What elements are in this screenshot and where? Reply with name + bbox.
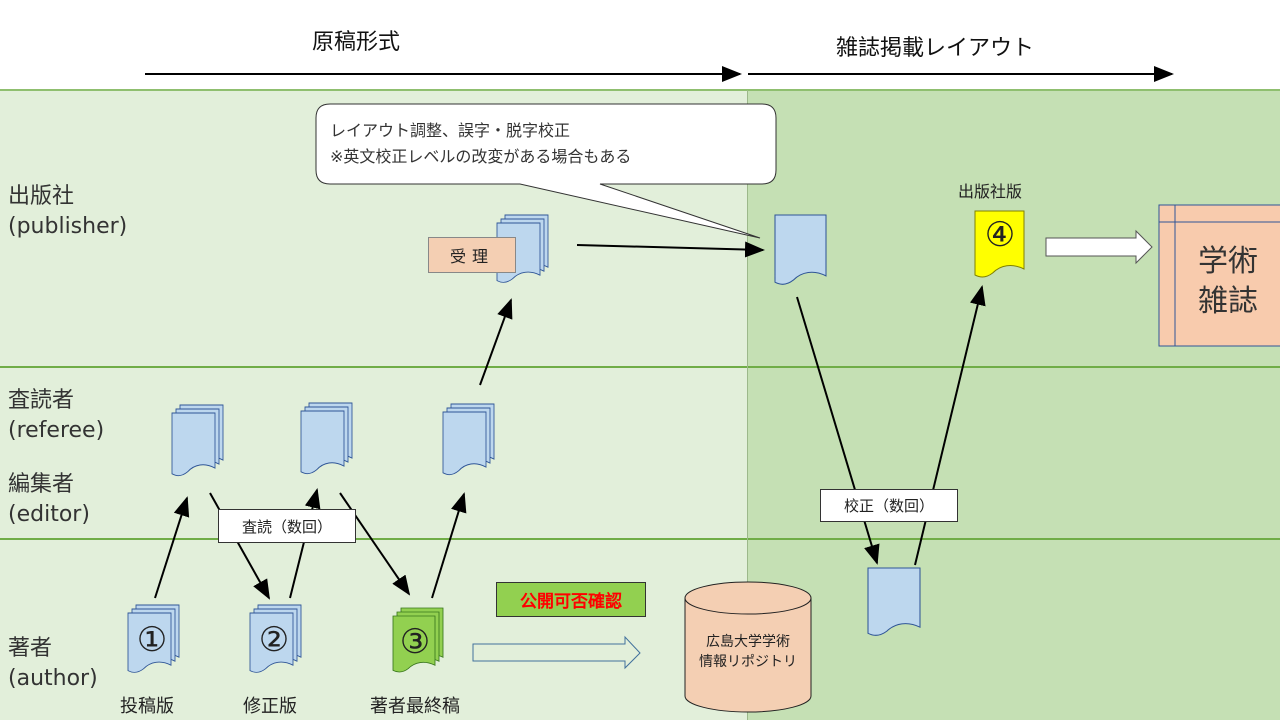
stacked-doc-review-3 [442,403,495,476]
version-3-number: ③ [399,622,431,662]
version-2-label: 修正版 [243,696,297,717]
version-1-number: ① [136,620,168,660]
flow-arrow [289,488,321,599]
stacked-doc-review-1 [171,404,224,477]
flow-arrow [914,285,986,566]
callout-text: レイアウト調整、誤字・脱字校正※英文校正レベルの改変がある場合もある [330,121,632,166]
flow-arrow [479,298,513,386]
lane-divider [0,89,1280,91]
stacked-doc-review-2 [300,402,353,475]
review-label: 査読（数回） [218,509,356,543]
publish-arrow [1045,229,1153,265]
version-4-number: ④ [984,215,1016,255]
phase-manuscript: 原稿形式 [312,30,401,55]
lane-divider [0,538,1280,540]
deposit-arrow [472,635,641,670]
proof-label: 校正（数回） [820,489,958,522]
lane-divider [0,366,1280,368]
version-1-label: 投稿版 [120,696,174,717]
publish-check-badge: 公開可否確認 [496,582,646,617]
flow-arrow [796,296,880,565]
version-3-label: 著者最終稿 [370,696,460,717]
flow-arrow [431,492,467,599]
lane-editor: 編集者(editor) [8,472,90,527]
journal-book [1158,204,1280,347]
version-2-number: ② [258,620,290,660]
lane-author: 著者(author) [8,636,98,691]
lane-referee: 査読者(referee) [8,388,105,443]
flow-arrow [576,241,765,258]
phase-journal-layout: 雑誌掲載レイアウト [836,36,1035,61]
flow-arrow [154,496,190,599]
lane-publisher: 出版社(publisher) [8,184,128,239]
doc-proof [867,567,921,636]
repository-label: 広島大学学術情報リポジトリ [699,634,797,670]
doc-publisher-layout [774,214,827,285]
receipt-label: 受理 [428,237,516,273]
region-divider [747,90,748,720]
journal-label: 学術雑誌 [1198,244,1258,319]
version-4-label: 出版社版 [958,182,1023,201]
callout-bubble [315,103,777,239]
layout-region [748,90,1280,720]
repository-cylinder [684,581,812,713]
